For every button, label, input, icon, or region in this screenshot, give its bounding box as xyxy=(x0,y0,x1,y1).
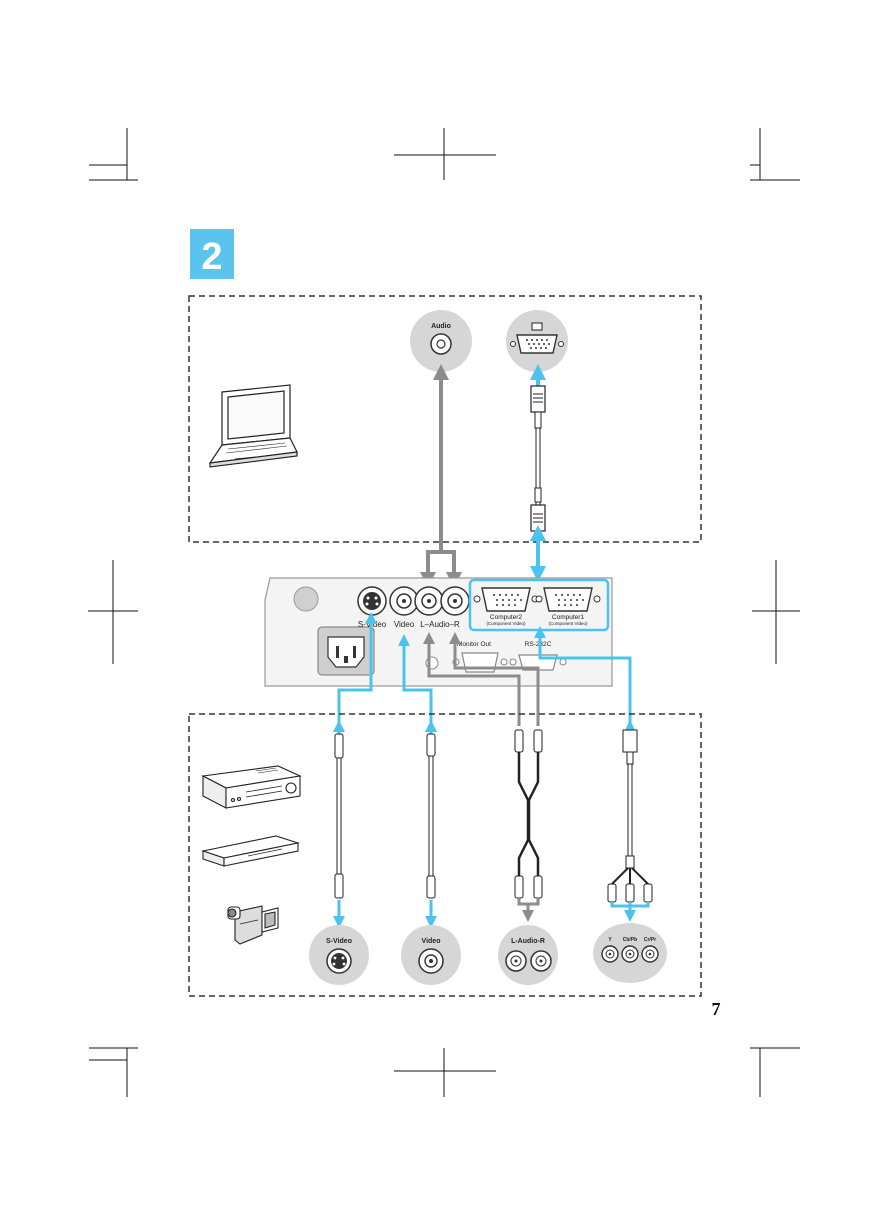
projector-rear-panel: S-Video Video L–Audio–R Computer2 (Compo… xyxy=(264,577,613,687)
vga-cable xyxy=(530,364,546,582)
video-port: Video xyxy=(401,925,461,985)
camcorder-icon xyxy=(227,905,279,945)
video-cable xyxy=(425,720,437,928)
audio-port: L-Audio-R xyxy=(498,925,558,985)
projector-cable-routes xyxy=(337,612,632,726)
y-port-label: Y xyxy=(608,937,612,943)
svideo-port: S-Video xyxy=(309,925,369,985)
computer1-sublabel: (Component Video) xyxy=(549,621,588,626)
dvd-player-icon xyxy=(200,835,301,867)
computer-audio-port: Audio xyxy=(410,310,472,372)
cr-port-label: Cr/Pr xyxy=(644,937,656,943)
page-number: 7 xyxy=(712,999,721,1019)
rs232c-label: RS-232C xyxy=(525,641,552,648)
computer-group-box xyxy=(188,295,702,543)
step-badge: 2 xyxy=(190,229,234,279)
component-cable xyxy=(607,720,653,916)
svideo-cable xyxy=(333,720,345,928)
laptop-icon xyxy=(208,384,298,468)
vcr-icon xyxy=(201,765,302,809)
step-number: 2 xyxy=(201,236,222,278)
cb-port-label: Cb/Pb xyxy=(623,937,637,943)
monitor-out-label: Monitor Out xyxy=(457,641,491,648)
projector-audio-label: L–Audio–R xyxy=(420,620,460,629)
computer-monitor-port xyxy=(506,310,568,372)
monitor-icon xyxy=(531,322,543,331)
crop-marks xyxy=(88,128,800,1097)
computer2-sublabel: (Component Video) xyxy=(487,621,526,626)
computer1-label: Computer1 xyxy=(552,614,585,621)
svideo-port-label: S-Video xyxy=(326,938,352,945)
video-port-label: Video xyxy=(422,938,441,945)
audio-cable xyxy=(514,729,543,916)
video-group-box xyxy=(188,713,702,997)
computer-audio-cable xyxy=(420,364,462,588)
projector-video-label: Video xyxy=(394,620,415,629)
audio-port-label: L-Audio-R xyxy=(511,938,545,945)
component-port: Y Cb/Pb Cr/Pr xyxy=(593,923,667,983)
computer2-port xyxy=(473,587,539,612)
computer-audio-label: Audio xyxy=(431,323,451,330)
computer1-port xyxy=(535,587,601,612)
computer2-label: Computer2 xyxy=(490,614,523,621)
